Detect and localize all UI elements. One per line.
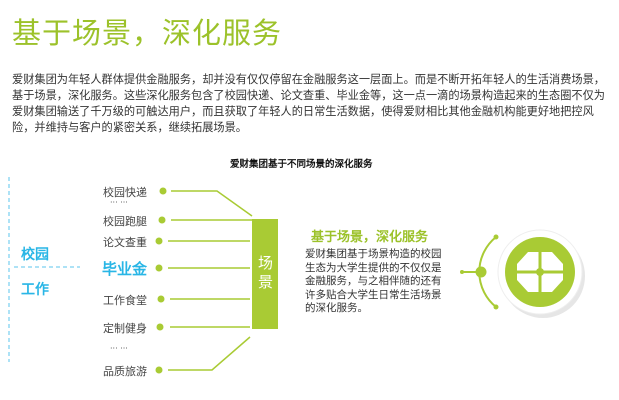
scenario-item: 定制健身 <box>103 322 147 335</box>
scenario-item: 校园跑腿 <box>103 215 147 228</box>
logo-icon <box>460 229 585 318</box>
scenario-item: 品质旅游 <box>103 365 147 378</box>
body-line: 的深化服务。 <box>305 302 368 314</box>
ellipsis: ··· ··· <box>110 344 128 353</box>
right-body: 爱财集团基于场景构造的校园 生态为大学生提供的不仅仅是 金融服务，与之相伴随的还… <box>305 248 442 316</box>
phase-work: 工作 <box>21 282 49 298</box>
scenario-item-highlight: 毕业金 <box>101 260 147 278</box>
page-title: 基于场景，深化服务 <box>12 16 283 50</box>
scenario-bar: 场景 <box>252 219 278 329</box>
body-line: 生态为大学生提供的不仅仅是 <box>305 261 442 274</box>
connector-dots <box>155 187 167 374</box>
scenario-item: 论文查重 <box>103 236 147 249</box>
right-heading: 基于场景，深化服务 <box>311 230 429 245</box>
intro-paragraph: 爱财集团为年轻人群体提供金融服务，却并没有仅仅停留在金融服务这一层面上。而是不断… <box>12 73 605 134</box>
ellipsis: ··· ··· <box>110 198 128 207</box>
body-line: 金融服务，与之相伴随的还有 <box>305 275 442 287</box>
body-line: 爱财集团基于场景构造的校园 <box>305 248 442 260</box>
phase-campus: 校园 <box>21 247 49 263</box>
scenario-item: 工作食堂 <box>103 294 147 307</box>
scenario-item: 校园快递 <box>103 186 147 199</box>
connector-lines <box>168 190 253 371</box>
diagram-title: 爱财集团基于不同场景的深化服务 <box>230 159 373 170</box>
body-line: 许多贴合大学生日常生活场景 <box>305 288 442 301</box>
